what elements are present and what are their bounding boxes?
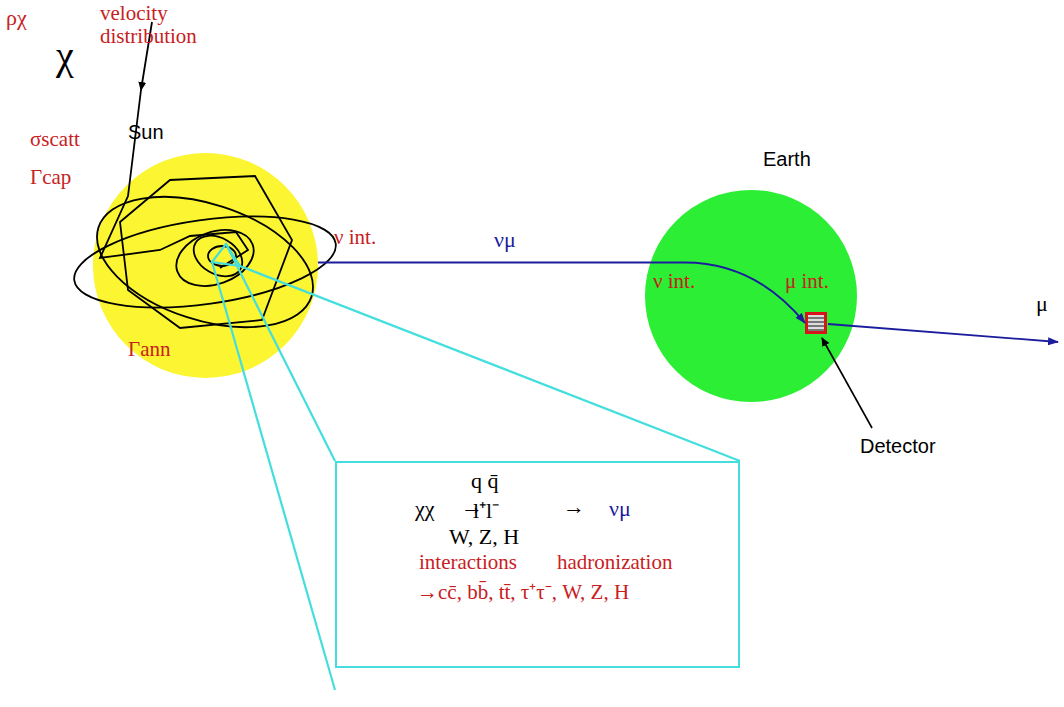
node-text: l⁺l⁻: [473, 499, 499, 523]
node-text: χχ: [415, 497, 435, 521]
node-text: Detector: [860, 435, 936, 457]
node-text: μ int.: [785, 270, 829, 293]
annotation-label: Γann: [128, 338, 170, 361]
node-text: q q̄: [471, 469, 499, 493]
muon-track: [828, 324, 1058, 342]
disc-outline: [93, 153, 318, 378]
detector-box: Detector: [805, 312, 827, 334]
annotation-label: Γcap: [30, 166, 71, 189]
node-text: →: [563, 495, 585, 519]
annotation-label: velocity distribution: [100, 2, 240, 48]
node-text: Earth: [763, 148, 811, 170]
node-text: interactions: [419, 551, 517, 574]
node-text: νμ: [609, 497, 631, 521]
node-text: ν int.: [653, 270, 695, 293]
node-text: →cc̄, bb̄, tt̄, τ⁺τ⁻, W, Z, H: [417, 581, 629, 604]
annotation-label: ρχ: [6, 6, 27, 30]
annotation-label: χ: [56, 34, 74, 78]
annotation-label: σscatt: [30, 128, 80, 151]
zoom-box: χχ→q q̄l⁺l⁻W, Z, H→νμinteractionshadroni…: [335, 461, 740, 668]
sun-disc: Sun: [93, 153, 318, 378]
disc-outline: [645, 190, 857, 402]
node-text: Sun: [128, 121, 164, 143]
edge-label: νμ: [494, 228, 516, 252]
annotation-label: ν int.: [334, 226, 376, 249]
neutrino-beam: [318, 263, 805, 324]
annotation-label: μ: [1036, 292, 1048, 316]
zoom-lines: [212, 244, 740, 690]
node-text: W, Z, H: [449, 525, 519, 549]
node-text: hadronization: [557, 551, 672, 574]
earth-disc: Earthν int.μ int.Detector: [645, 190, 857, 402]
orbit-paths: [68, 22, 341, 352]
leader-arrow: [822, 338, 872, 428]
